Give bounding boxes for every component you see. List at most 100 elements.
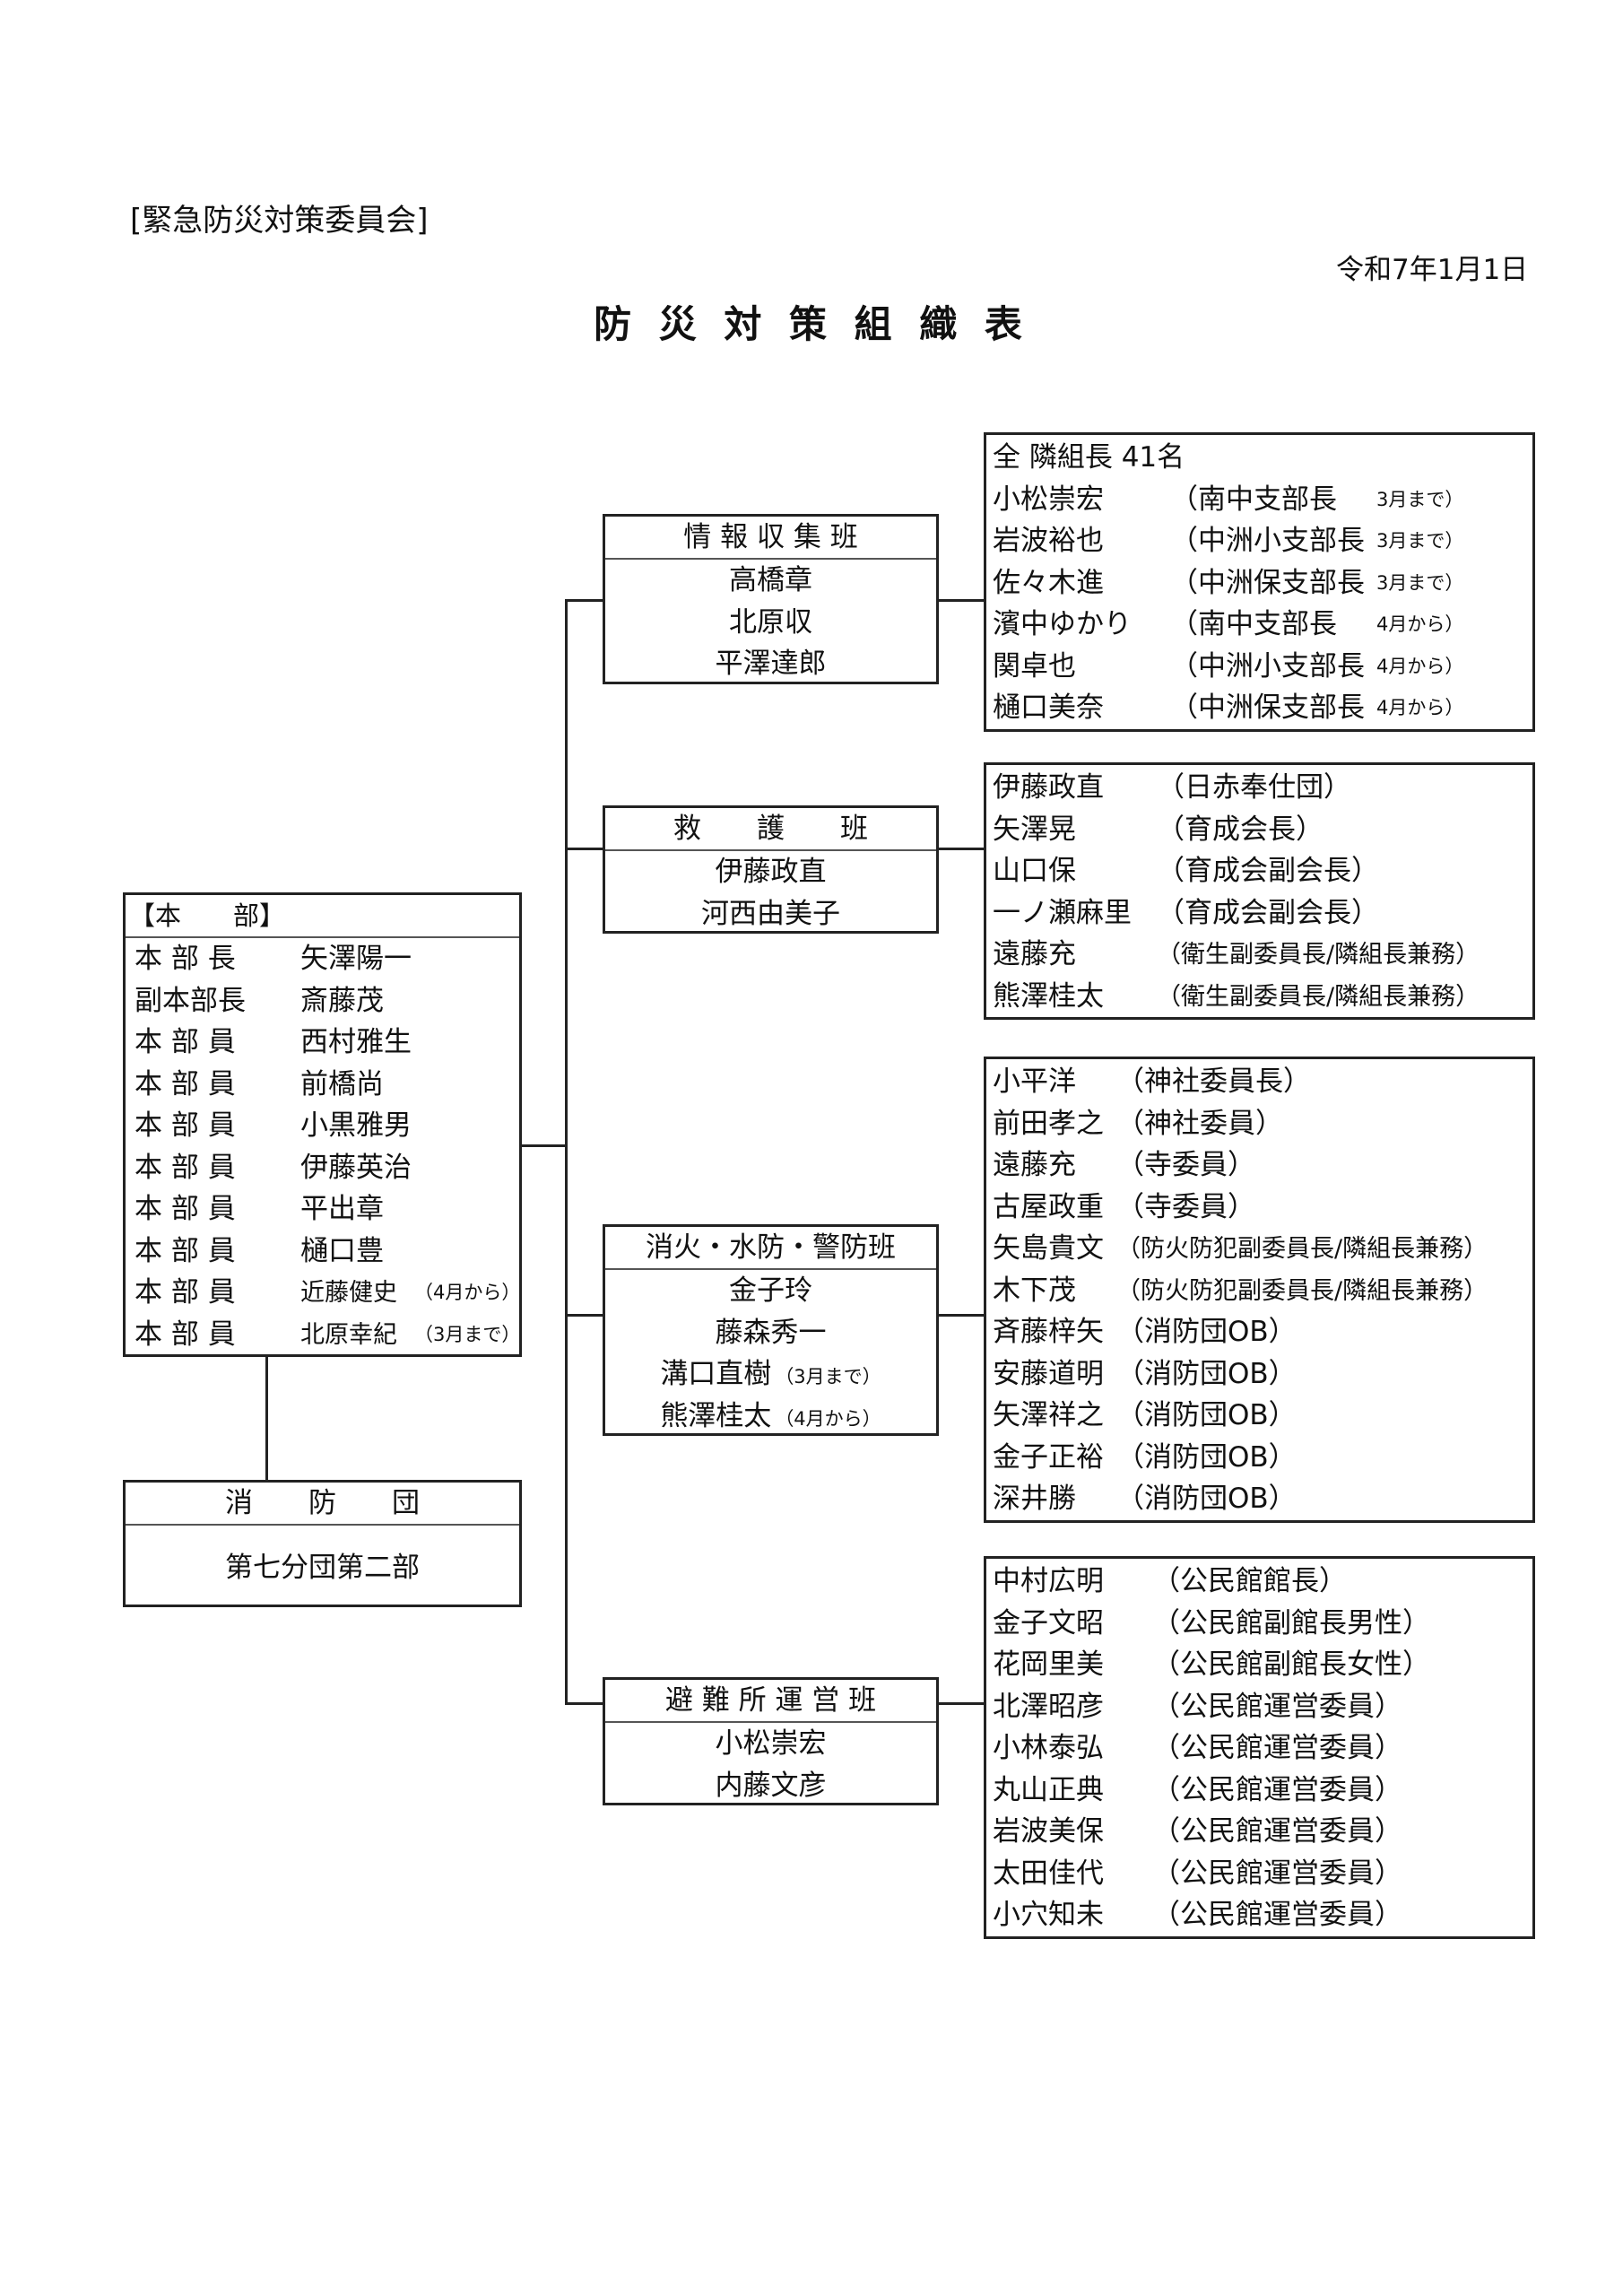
detail-name: 花岡里美 (993, 1648, 1104, 1681)
detail-name: 濱中ゆかり (993, 608, 1132, 640)
detail-name: 遠藤充 (993, 938, 1076, 970)
detail-row: 北澤昭彦（公民館運営委員） (986, 1686, 1532, 1728)
detail-role: （育成会副会長） (1157, 896, 1379, 929)
honbu-title: 【本 部】 (129, 900, 286, 931)
detail-row: 花岡里美（公民館副館長女性） (986, 1644, 1532, 1686)
member-name: 平出章 (300, 1193, 384, 1225)
member-name: 伊藤英治 (300, 1151, 412, 1184)
honbu-member-row: 本 部 員北原幸紀（3月まで） (126, 1314, 521, 1356)
detail-box: 小平洋（神社委員長）前田孝之（神社委員）遠藤充（寺委員）古屋政重（寺委員）矢島貴… (984, 1057, 1535, 1523)
detail-name: 小穴知未 (993, 1899, 1104, 1931)
detail-box: 伊藤政直（日赤奉仕団） 矢澤晃 （育成会長） 山口保 （育成会副会長） 一ノ瀬麻里 （育成会… (984, 762, 1535, 1020)
detail-role: （公民館運営委員） (1152, 1690, 1402, 1723)
detail-role: （中洲小支部長 (1170, 649, 1365, 683)
detail-name: 矢島貴文 (993, 1232, 1104, 1265)
team-member-row: 平澤達郎 (605, 643, 936, 685)
detail-name: 小平洋 (993, 1065, 1076, 1098)
detail-role: （育成会長） (1157, 813, 1324, 846)
shobodan-title: 消 防 団 (225, 1487, 420, 1519)
detail-role: （公民館運営委員） (1152, 1857, 1402, 1890)
detail-role: （公民館運営委員） (1152, 1773, 1402, 1806)
detail-name: 古屋政重 (993, 1190, 1104, 1223)
team-member-name: 伊藤政直 (715, 856, 827, 888)
honbu-member-row: 本 部 員平出章 (126, 1188, 519, 1231)
detail-role: （公民館運営委員） (1152, 1899, 1402, 1931)
member-note: （3月まで） (414, 1323, 521, 1345)
team-member-note: （4月から） (775, 1407, 881, 1430)
detail-row: 全 隣組長 41名 (986, 437, 1532, 479)
detail-role: （中洲小支部長 (1170, 525, 1365, 557)
detail-role: （中洲保支部長 (1170, 566, 1365, 599)
detail-row: 小松崇宏 （南中支部長 3月まで） (986, 479, 1532, 521)
detail-role: （南中支部長 (1170, 483, 1337, 516)
detail-name: 佐々木進 (993, 566, 1104, 599)
detail-row: 山口保 （育成会副会長） (986, 850, 1532, 892)
team-title: 救 護 班 (673, 813, 868, 845)
honbu-member-row: 本 部 長矢澤陽一 (126, 938, 519, 980)
detail-row: 矢島貴文（防火防犯副委員長/隣組長兼務） (986, 1228, 1532, 1270)
honbu-member-row: 副本部長斎藤茂 (126, 980, 519, 1022)
member-note: （4月から） (414, 1282, 521, 1303)
detail-row: 岩波美保（公民館運営委員） (986, 1811, 1532, 1853)
team-box: 避 難 所 運 営 班小松崇宏内藤文彦 (603, 1677, 939, 1805)
detail-name: 小松崇宏 (993, 483, 1104, 516)
detail-role: （衛生副委員長/隣組長兼務） (1157, 982, 1480, 1011)
detail-role: （公民館館長） (1152, 1565, 1347, 1597)
detail-row: 小林泰弘（公民館運営委員） (986, 1727, 1532, 1770)
detail-row: 太田佳代 （公民館運営委員） (986, 1853, 1532, 1895)
team-member-row: 熊澤桂太（4月から） (605, 1396, 936, 1438)
detail-name: 太田佳代 (993, 1857, 1104, 1890)
honbu-member-row: 本 部 員近藤健史（4月から） (126, 1272, 521, 1314)
detail-row: 一ノ瀬麻里 （育成会副会長） (986, 892, 1532, 935)
detail-role: （日赤奉仕団） (1157, 771, 1351, 804)
detail-row: 斉藤梓矢（消防団OB） (986, 1311, 1532, 1353)
member-name: 斎藤茂 (300, 984, 384, 1017)
detail-row: 伊藤政直（日赤奉仕団） (986, 767, 1532, 809)
detail-name: 樋口美奈 (993, 691, 1104, 724)
team-title: 情 報 収 集 班 (683, 521, 858, 553)
member-role: 本 部 員 (135, 1318, 236, 1351)
team-member-row: 金子玲 (605, 1270, 936, 1312)
detail-role: （南中支部長 (1170, 608, 1337, 640)
detail-row: 前田孝之（神社委員） (986, 1103, 1532, 1145)
team-box: 消火・水防・警防班金子玲藤森秀一溝口直樹（3月まで）熊澤桂太（4月から） (603, 1224, 939, 1436)
detail-row: 小穴知未 （公民館運営委員） (986, 1894, 1532, 1936)
detail-name: 矢澤晃 (993, 813, 1076, 846)
detail-name: 小林泰弘 (993, 1732, 1104, 1764)
detail-name: 深井勝 (993, 1483, 1076, 1515)
detail-name: 山口保 (993, 855, 1076, 887)
page-title: 防 災 対 策 組 織 表 (594, 302, 1029, 346)
member-role: 本 部 員 (135, 1067, 236, 1100)
detail-row: 金子文昭（公民館副館長男性） (986, 1603, 1532, 1645)
member-role: 本 部 員 (135, 1276, 236, 1309)
detail-name: 岩波美保 (993, 1815, 1104, 1848)
team-member-name: 金子玲 (729, 1274, 812, 1307)
detail-note: 3月まで） (1376, 488, 1464, 510)
team-box: 情 報 収 集 班高橋章北原収平澤達郎 (603, 514, 939, 684)
team-member-name: 藤森秀一 (715, 1316, 827, 1349)
detail-role: （育成会副会長） (1157, 855, 1379, 887)
member-name: 西村雅生 (300, 1026, 412, 1058)
detail-row: 木下茂（防火防犯副委員長/隣組長兼務） (986, 1270, 1532, 1312)
detail-name: 熊澤桂太 (993, 979, 1104, 1013)
detail-name: 一ノ瀬麻里 (993, 896, 1132, 929)
team-member-name: 高橋章 (729, 564, 812, 596)
detail-name: 中村広明 (993, 1565, 1104, 1597)
detail-name: 金子正裕 (993, 1440, 1104, 1474)
detail-role: （寺委員） (1116, 1190, 1255, 1223)
team-member-note: （3月まで） (775, 1366, 881, 1387)
detail-role: （消防団OB） (1116, 1399, 1297, 1431)
member-name: 樋口豊 (300, 1234, 384, 1267)
member-role: 本 部 長 (135, 943, 236, 975)
detail-row: 矢澤晃 （育成会長） (986, 809, 1532, 851)
detail-name: 全 隣組長 41名 (993, 441, 1185, 474)
honbu-member-row: 本 部 員西村雅生 (126, 1022, 519, 1064)
team-title: 消火・水防・警防班 (646, 1231, 896, 1264)
detail-role: （消防団OB） (1116, 1483, 1297, 1515)
detail-row: 安藤道明（消防団OB） (986, 1353, 1532, 1396)
detail-role: （寺委員） (1116, 1149, 1255, 1181)
team-member-name: 平澤達郎 (715, 648, 827, 680)
